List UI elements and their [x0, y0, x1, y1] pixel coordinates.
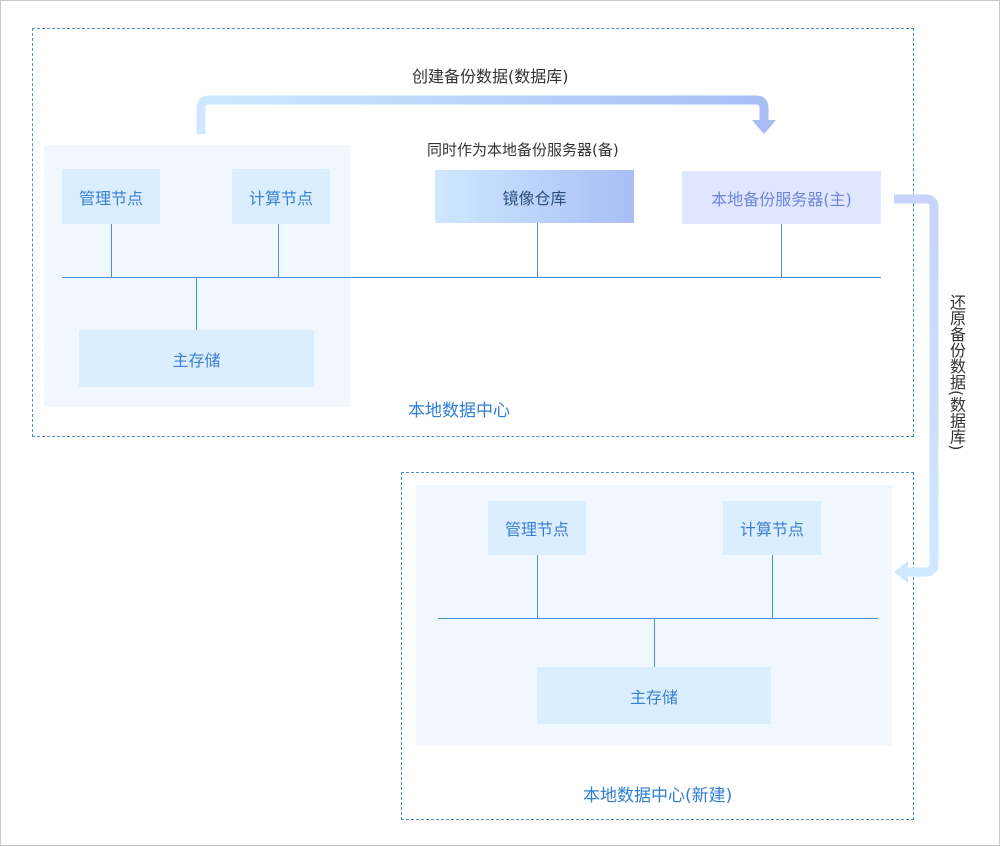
new-compute-node: 计算节点 [723, 501, 821, 555]
new-mgmt-node: 管理节点 [488, 501, 586, 555]
new-datacenter [401, 472, 914, 820]
mgmt-node-connector [111, 224, 112, 277]
local-compute-node: 计算节点 [232, 169, 330, 224]
local-mgmt-node: 管理节点 [62, 169, 160, 224]
new-main-storage: 主存储 [537, 667, 771, 724]
new-compute-node-connector [772, 555, 773, 618]
new-mgmt-node-connector [537, 555, 538, 618]
new-bus-line [438, 618, 878, 619]
create-backup-arrow [196, 95, 769, 134]
new-storage-connector [654, 619, 655, 667]
backup-server-connector [781, 224, 782, 277]
local-backup-server-main: 本地备份服务器(主) [682, 171, 881, 224]
image-repo-connector [537, 223, 538, 277]
create-backup-label: 创建备份数据(数据库) [412, 67, 569, 86]
restore-backup-arrowhead [894, 561, 908, 583]
restore-backup-arrow [894, 194, 939, 577]
storage-connector [196, 278, 197, 330]
restore-backup-label: 还原备份数据(数据库) [947, 294, 966, 451]
create-backup-arrowhead [752, 120, 776, 134]
local-bus-line [62, 277, 881, 278]
new-datacenter-title: 本地数据中心(新建) [583, 786, 733, 806]
image-repository: 镜像仓库 [435, 170, 634, 223]
compute-node-connector [278, 224, 279, 277]
image-repo-note: 同时作为本地备份服务器(备) [427, 141, 619, 159]
local-main-storage: 主存储 [79, 330, 314, 387]
local-datacenter-title: 本地数据中心 [408, 401, 510, 421]
local-datacenter [32, 28, 914, 437]
